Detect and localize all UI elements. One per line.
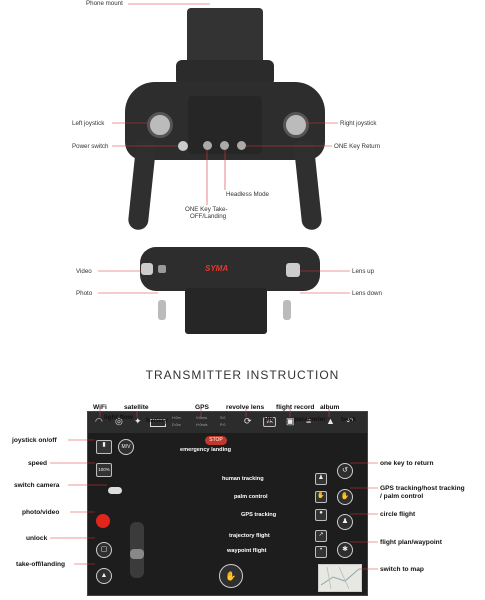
label-speed: speed [28, 460, 48, 467]
gps-tracking-button[interactable]: ● [315, 509, 327, 521]
speed-button[interactable]: 100% [96, 463, 112, 477]
status-s: S:0 [220, 416, 226, 420]
record-button[interactable] [96, 514, 110, 528]
label-human-tracking: human tracking [222, 476, 264, 482]
phone-mount-clamp [176, 60, 274, 86]
label-one-key-takeoff-2: OFF/Landing [190, 213, 227, 220]
bottom-callout-lines [98, 270, 350, 294]
photo-button [158, 265, 166, 273]
return-home-button[interactable]: ↺ [337, 463, 353, 479]
label-one-key-return-app: one key to return [380, 460, 434, 467]
wifi-icon[interactable]: ◠ [95, 416, 103, 426]
return-button [237, 141, 246, 150]
trajectory-flight-button[interactable]: ↗ [315, 530, 327, 542]
label-phone-mount: Phone mount [86, 0, 123, 7]
label-lens-down: Lens down [352, 290, 382, 297]
throttle-slider-handle[interactable] [130, 549, 144, 559]
label-satellite: satellite [124, 404, 149, 411]
gps-tracking-mode-button[interactable]: ✋ [337, 489, 353, 505]
status-hs: H:0m/s [196, 423, 208, 427]
screen-callout-lines [50, 409, 378, 570]
takeoff-button [203, 141, 212, 150]
parameter-icon[interactable]: ≡ [306, 416, 312, 426]
label-switch-to-map: switch to map [380, 566, 424, 573]
app-status-bar [88, 412, 367, 433]
flight-plan-button[interactable]: ✱ [337, 542, 353, 558]
app-screen: ◠ ◎ ✦ H:0m D:0m V:0m/s H:0m/s S:0 P:0 ⟳ … [87, 411, 368, 596]
map-roads-icon [320, 566, 360, 590]
joystick-toggle-button[interactable]: ▮ [96, 440, 112, 454]
flight-record-icon[interactable]: ▣ [286, 416, 295, 426]
gesture-center-button[interactable]: ✋ [219, 564, 243, 588]
bottom-stand [185, 288, 267, 334]
syma-logo: SYMA [205, 264, 229, 273]
label-trajectory-flight: trajectory flight [229, 533, 270, 539]
label-circle-flight: circle flight [380, 511, 416, 518]
label-one-key-return: ONE Key Return [334, 143, 381, 150]
label-light-flow: light flow [104, 414, 133, 421]
human-tracking-button[interactable]: ♟ [315, 473, 327, 485]
top-callout-lines [112, 3, 338, 205]
battery-icon[interactable] [150, 419, 166, 427]
light-flow-icon[interactable]: ◎ [115, 416, 123, 426]
label-parameter: parameter [294, 416, 326, 423]
waypoint-flight-button[interactable]: • [315, 546, 327, 558]
phone-mount [187, 8, 263, 70]
video-button [141, 263, 153, 275]
label-unlock: unlock [26, 535, 48, 542]
label-gps-host-tracking: GPS tracking/host tracking [380, 485, 465, 492]
label-photo-video: photo/video [22, 509, 60, 516]
label-switch-camera: switch camera [14, 482, 60, 489]
status-h: H:0m [172, 416, 181, 420]
revolve-lens-icon[interactable]: ⟳ [244, 416, 252, 426]
label-right-joystick: Right joystick [340, 120, 377, 127]
album-icon[interactable]: ▲ [326, 416, 335, 426]
right-foot [283, 300, 291, 320]
power-switch [178, 141, 188, 151]
label-video: Video [76, 268, 92, 275]
label-wifi: WiFi [93, 404, 107, 411]
label-gps: GPS [195, 404, 209, 411]
status-vs: V:0m/s [196, 416, 208, 420]
switch-camera-toggle[interactable] [108, 487, 122, 494]
label-gps-tracking: GPS tracking [241, 512, 277, 518]
label-power-switch: Power switch [72, 143, 109, 150]
satellite-icon[interactable]: ✦ [134, 416, 142, 426]
label-back: back [341, 416, 357, 423]
label-emergency-landing: emergency landing [180, 447, 231, 453]
unlock-button[interactable]: ▢ [96, 542, 112, 558]
mv-button[interactable]: M/V [118, 439, 134, 455]
label-lens-up: Lens up [352, 268, 375, 275]
right-joystick [283, 112, 309, 138]
label-flight-record: flight record [276, 404, 315, 411]
label-takeoff-landing: take-off/landing [16, 561, 66, 568]
left-joystick [147, 112, 173, 138]
map-thumbnail[interactable] [318, 564, 362, 592]
label-one-key-takeoff: ONE Key Take- [185, 206, 228, 213]
label-left-joystick: Left joystick [72, 120, 105, 127]
label-joystick-toggle: joystick on/off [12, 437, 57, 444]
lens-buttons [286, 263, 300, 277]
palm-control-button[interactable]: ✋ [315, 491, 327, 503]
label-album: album [320, 404, 340, 411]
label-palm-control-2: / palm control [380, 493, 424, 500]
label-headless-mode: Headless Mode [226, 191, 269, 198]
emergency-stop-button[interactable]: STOP [205, 436, 227, 445]
back-icon[interactable]: ↶ [346, 416, 354, 426]
label-flight-plan: flight plan/waypoint [380, 539, 442, 546]
vr-button[interactable]: VR [263, 417, 276, 427]
label-waypoint-flight: waypoint flight [227, 548, 267, 554]
takeoff-landing-button[interactable]: ▲ [96, 568, 112, 584]
label-revolve-lens: revolve lens [226, 404, 265, 411]
status-d: D:0m [172, 423, 181, 427]
label-photo: Photo [76, 290, 93, 297]
label-vr: VR [264, 416, 274, 423]
headless-button [220, 141, 229, 150]
left-foot [158, 300, 166, 320]
section-title: TRANSMITTER INSTRUCTION [145, 368, 340, 382]
label-battery: battery [146, 417, 168, 424]
status-p: P:0 [220, 423, 226, 427]
label-palm-control: palm control [234, 494, 268, 500]
circle-flight-button[interactable]: ♟ [337, 514, 353, 530]
